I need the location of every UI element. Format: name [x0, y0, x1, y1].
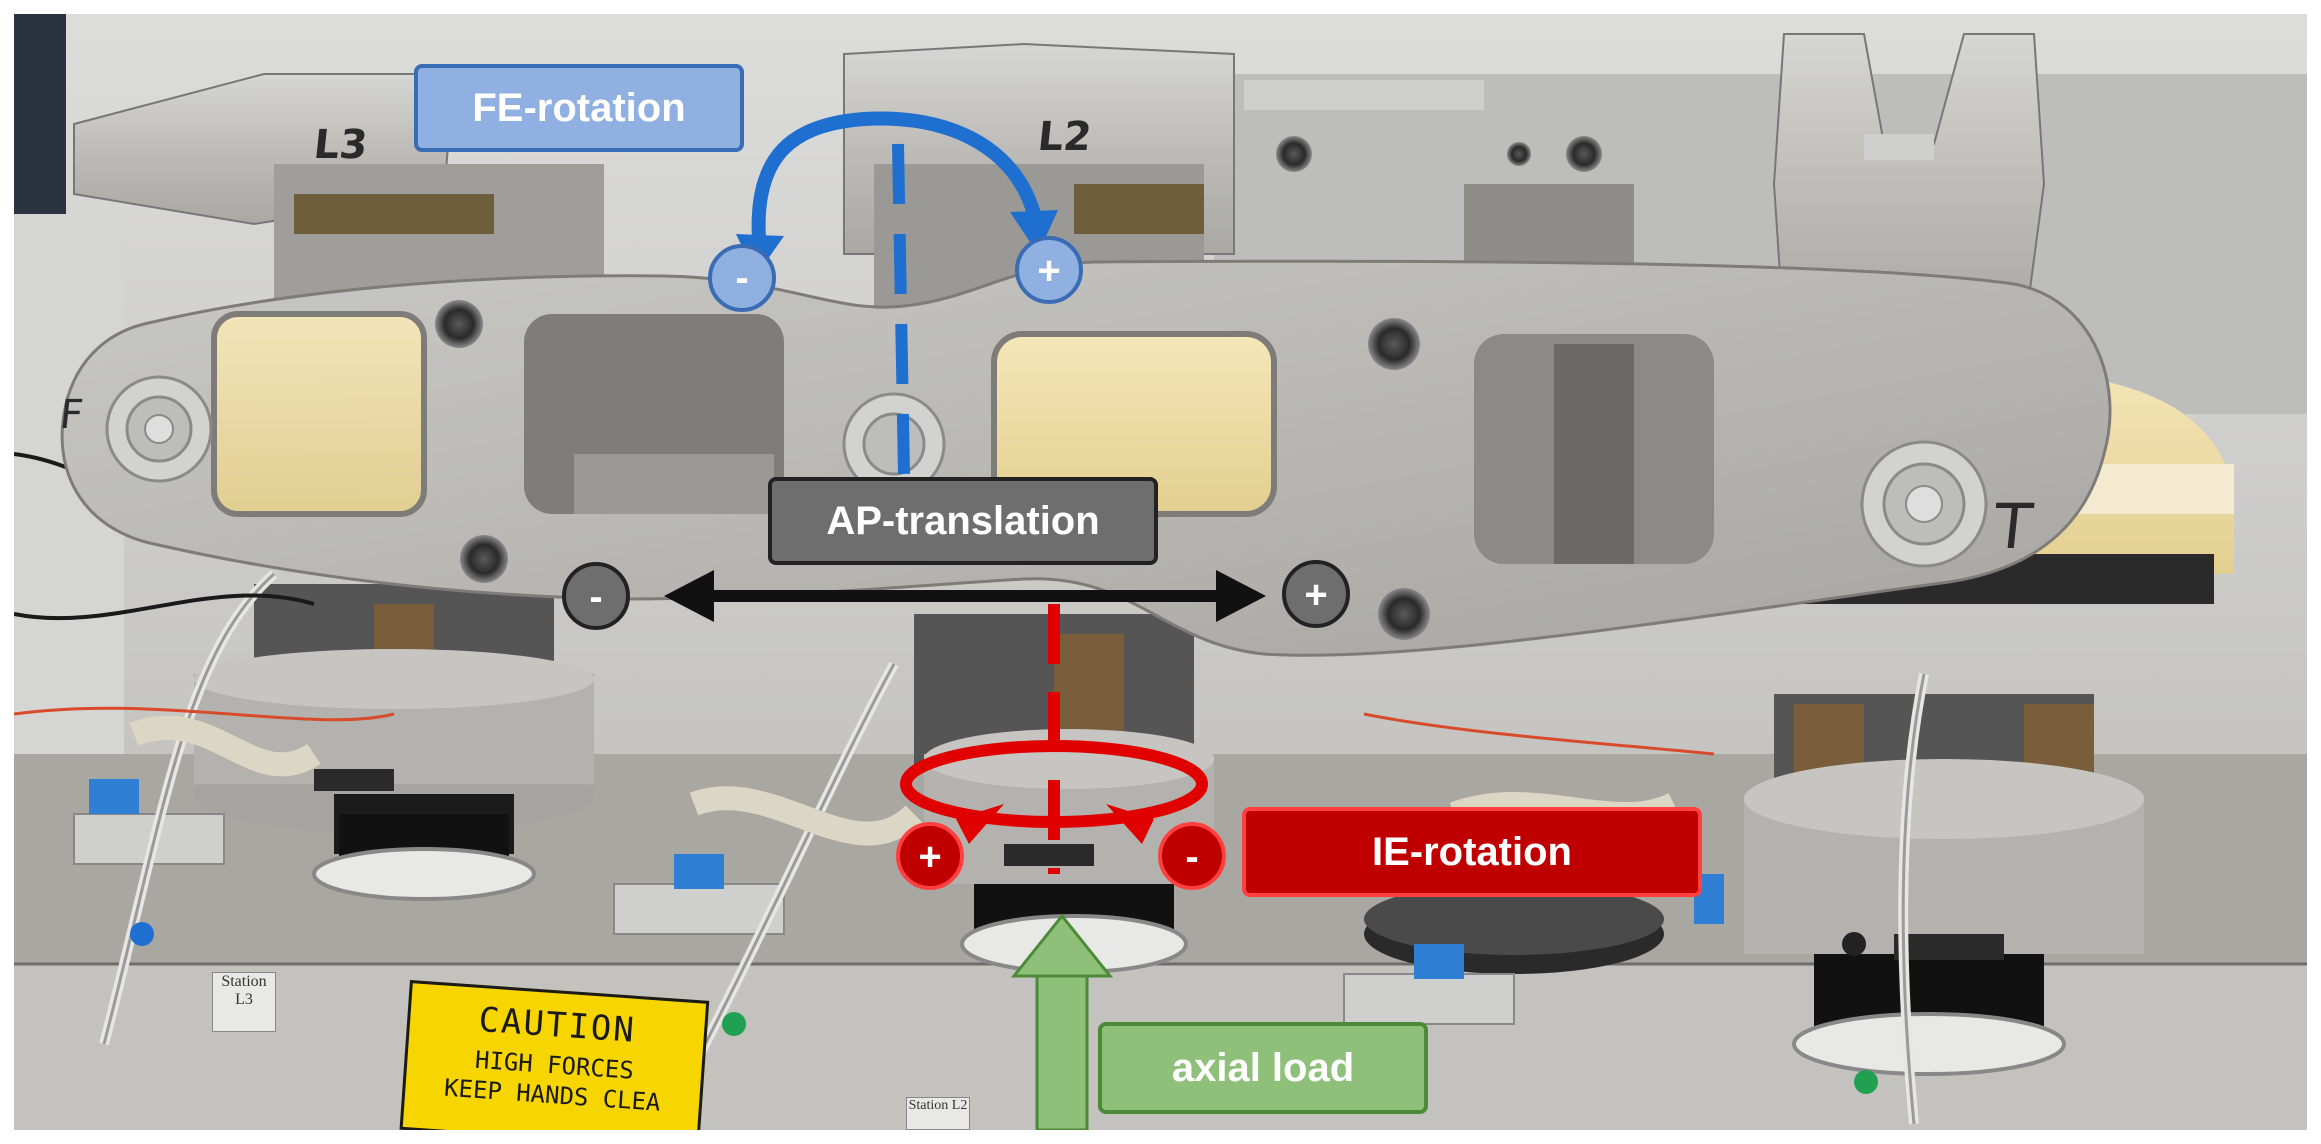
plate-cutout-1 — [214, 314, 424, 514]
red-wire — [14, 706, 395, 722]
fe-plus-sign: + — [1037, 249, 1060, 293]
plate-center-f — [105, 375, 213, 483]
ap-minus-sign: - — [589, 575, 602, 619]
ap-minus-badge: - — [562, 562, 630, 630]
bolt — [435, 300, 483, 348]
ie-rotation-arrow — [900, 604, 1208, 874]
fe-plus-badge: + — [1015, 236, 1083, 304]
handwritten-l2: L2 — [1035, 114, 1094, 160]
bolt — [1378, 588, 1430, 640]
plate-cutout-3 — [994, 334, 1274, 514]
station-tag-l2: Station L2 — [906, 1097, 970, 1130]
ap-plus-badge: + — [1282, 560, 1350, 628]
ie-rotation-label: IE-rotation — [1242, 807, 1702, 897]
bolt — [460, 535, 508, 583]
annotation-signs: - + - + + - — [562, 236, 1350, 890]
handwritten-f: F — [57, 392, 86, 438]
ribbon-cable — [129, 715, 321, 777]
ap-translation-label: AP-translation — [768, 477, 1158, 565]
caution-sign: CAUTION HIGH FORCES KEEP HANDS CLEA — [399, 980, 710, 1130]
plate-center-t — [1860, 440, 1988, 568]
bolt — [1368, 318, 1420, 370]
ie-minus-badge: - — [1158, 822, 1226, 890]
ie-plus-sign: + — [918, 835, 941, 879]
station-tag-l3: Station L3 — [212, 972, 276, 1032]
fe-minus-badge: - — [708, 244, 776, 312]
axial-load-arrow — [1010, 913, 1114, 1130]
dark-left-panel — [14, 14, 66, 214]
ap-plus-sign: + — [1304, 573, 1327, 617]
fe-minus-sign: - — [735, 256, 748, 300]
ap-translation-arrow — [664, 570, 1266, 622]
lower-actuator-right — [1744, 694, 2144, 1076]
figure-frame: - + - + + - L3 L2 T F Station L3 Station… — [14, 14, 2307, 1130]
handwritten-l3: L3 — [311, 122, 370, 168]
top-fixture-t — [1772, 33, 2046, 335]
fe-rotation-label: FE-rotation — [414, 64, 744, 152]
bench-brackets — [73, 779, 1724, 1025]
ie-plus-badge: + — [896, 822, 964, 890]
axial-load-label: axial load — [1098, 1022, 1428, 1114]
ie-minus-sign: - — [1185, 835, 1198, 879]
handwritten-t: T — [1990, 490, 2036, 563]
